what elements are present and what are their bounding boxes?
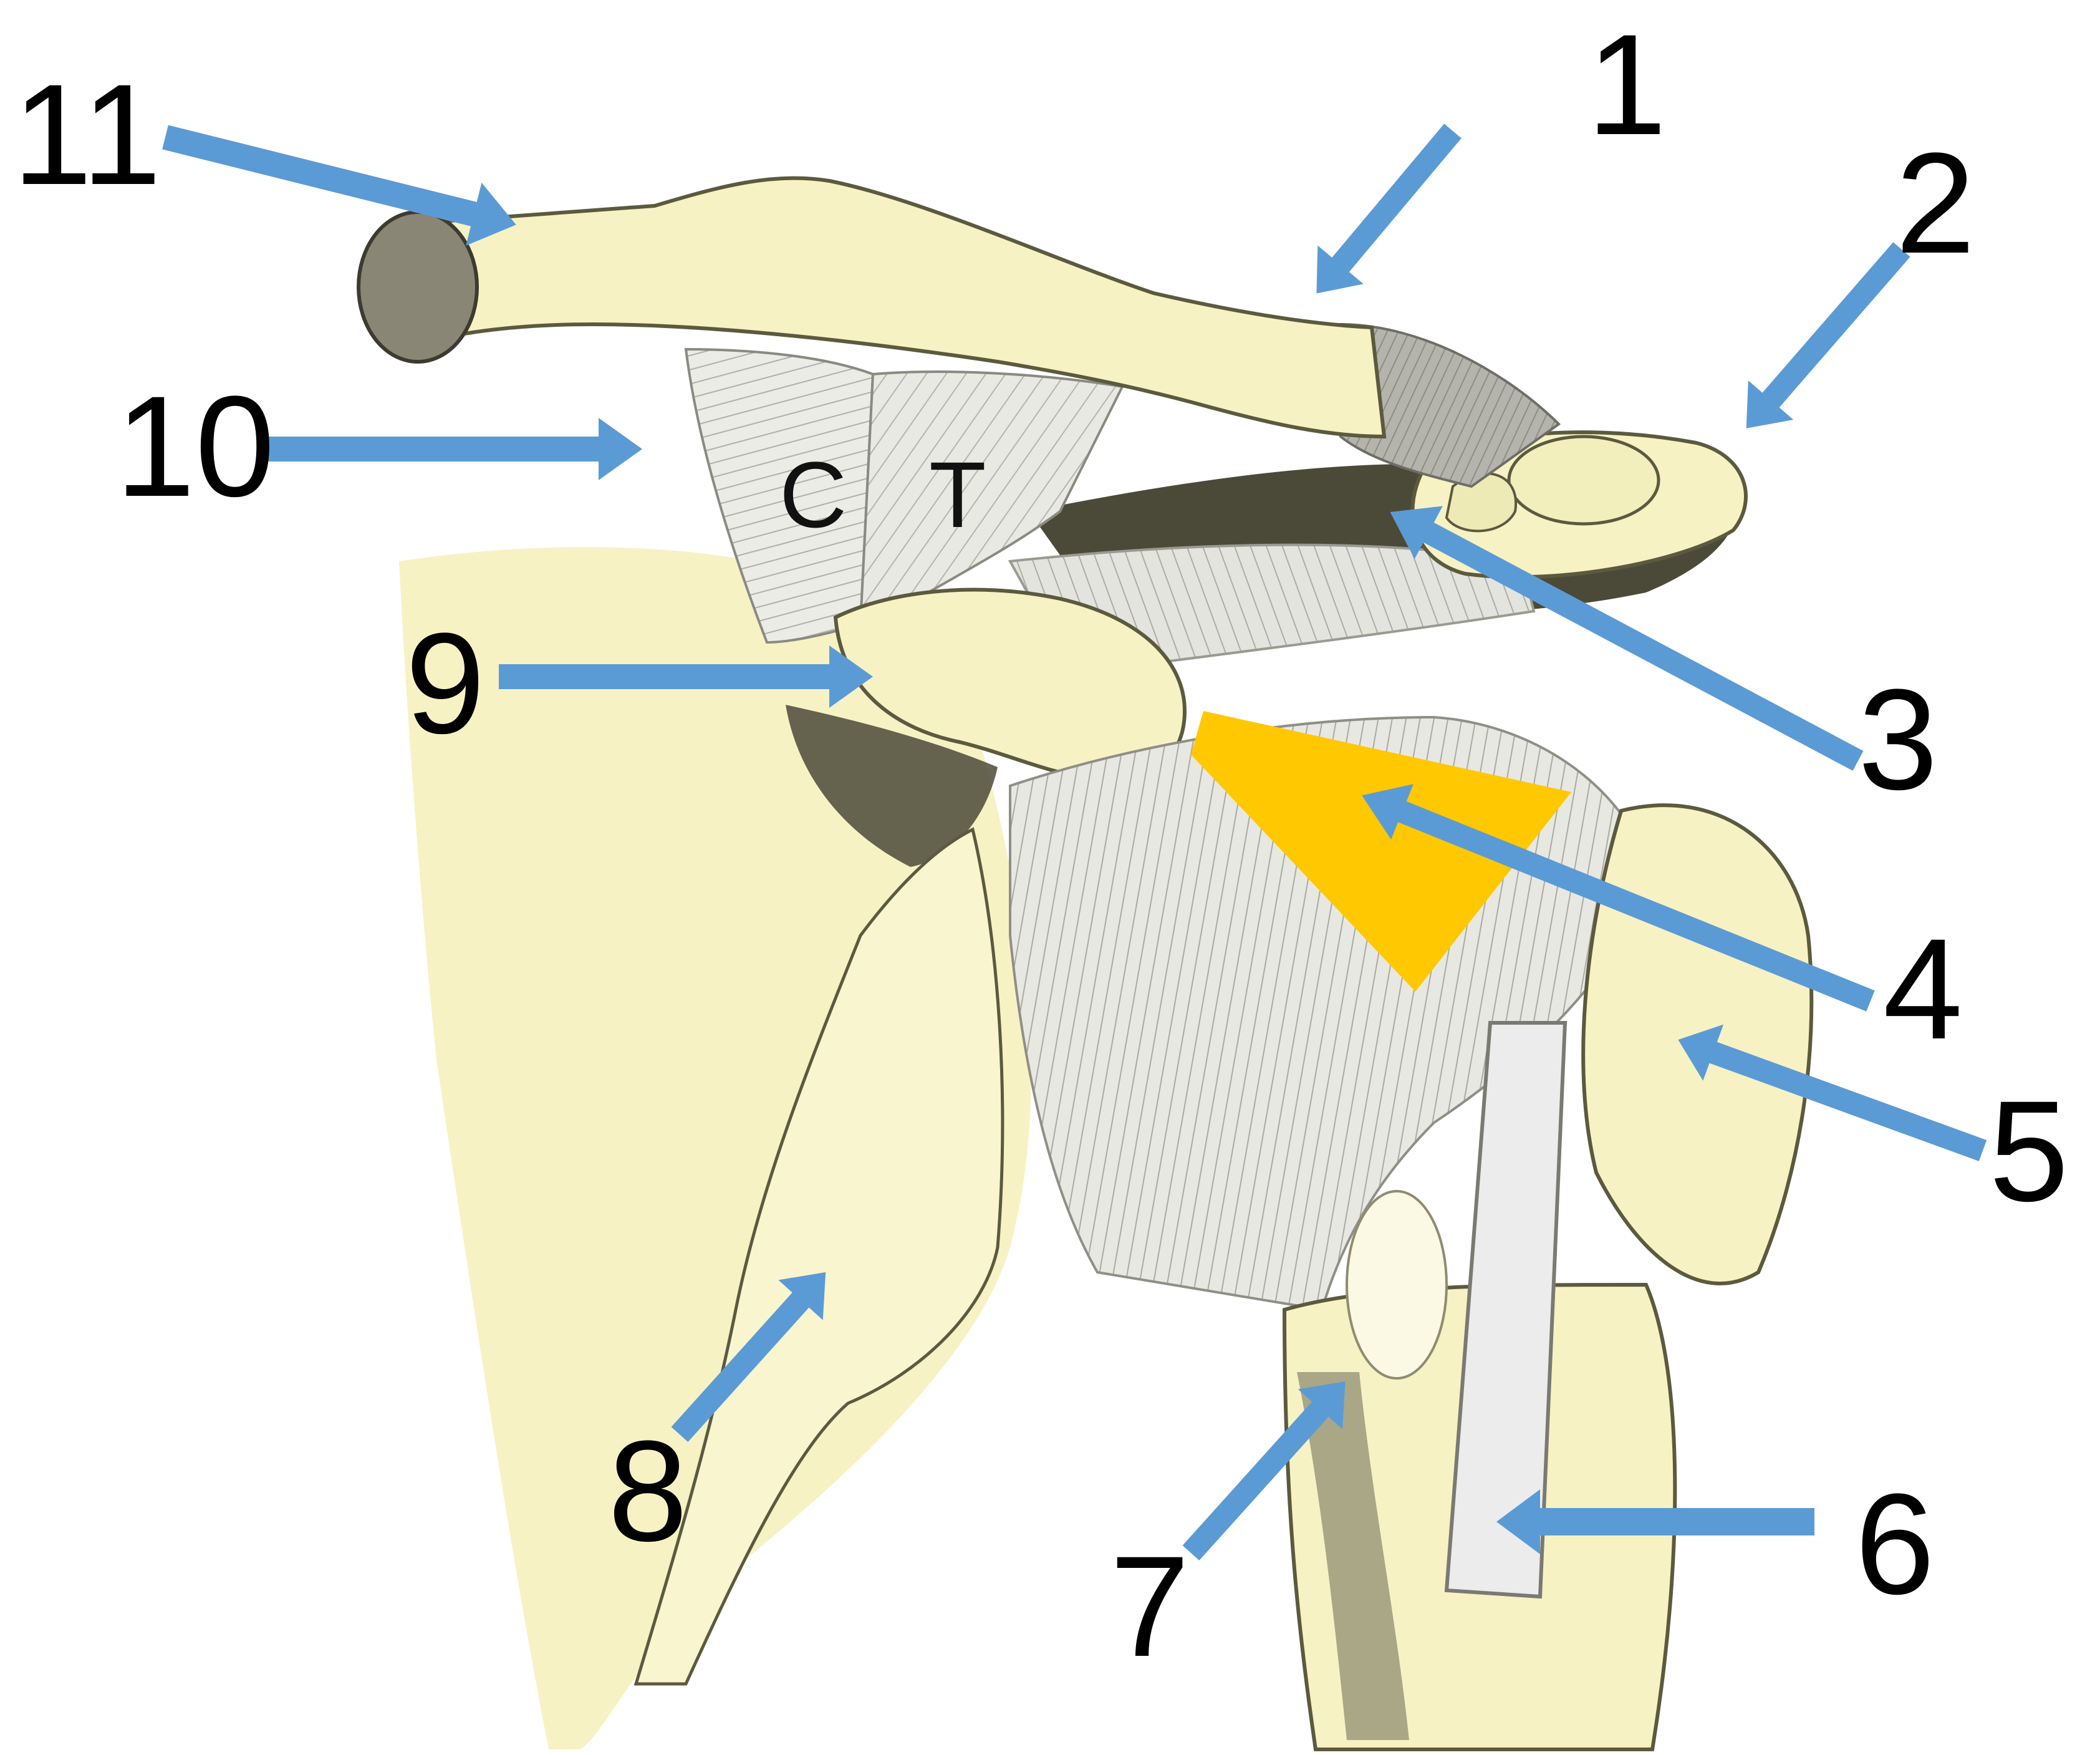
acromion-facet [1509,437,1659,524]
callout-label-3: 3 [1858,659,1938,819]
trapezoid-letter: T [929,442,986,547]
arrow-2 [1723,230,1924,448]
callout-label-7: 7 [1110,1526,1190,1686]
callout-label-4: 4 [1883,909,1963,1069]
callout-label-1: 1 [1587,4,1667,165]
arrow-1 [1294,112,1476,312]
callout-label-9: 9 [405,603,485,763]
lesser-tubercle [1347,1191,1447,1378]
callout-label-11: 11 [12,54,161,215]
callout-label-8: 8 [608,1411,688,1571]
callout-label-6: 6 [1855,1464,1935,1624]
conoid-letter: C [779,442,847,547]
callout-label-5: 5 [1989,1071,2069,1231]
callout-label-2: 2 [1895,123,1975,283]
callout-label-10: 10 [115,366,275,526]
arrow-11 [157,106,524,256]
clavicle-cut-end [359,212,477,362]
arrow-10 [268,418,642,480]
